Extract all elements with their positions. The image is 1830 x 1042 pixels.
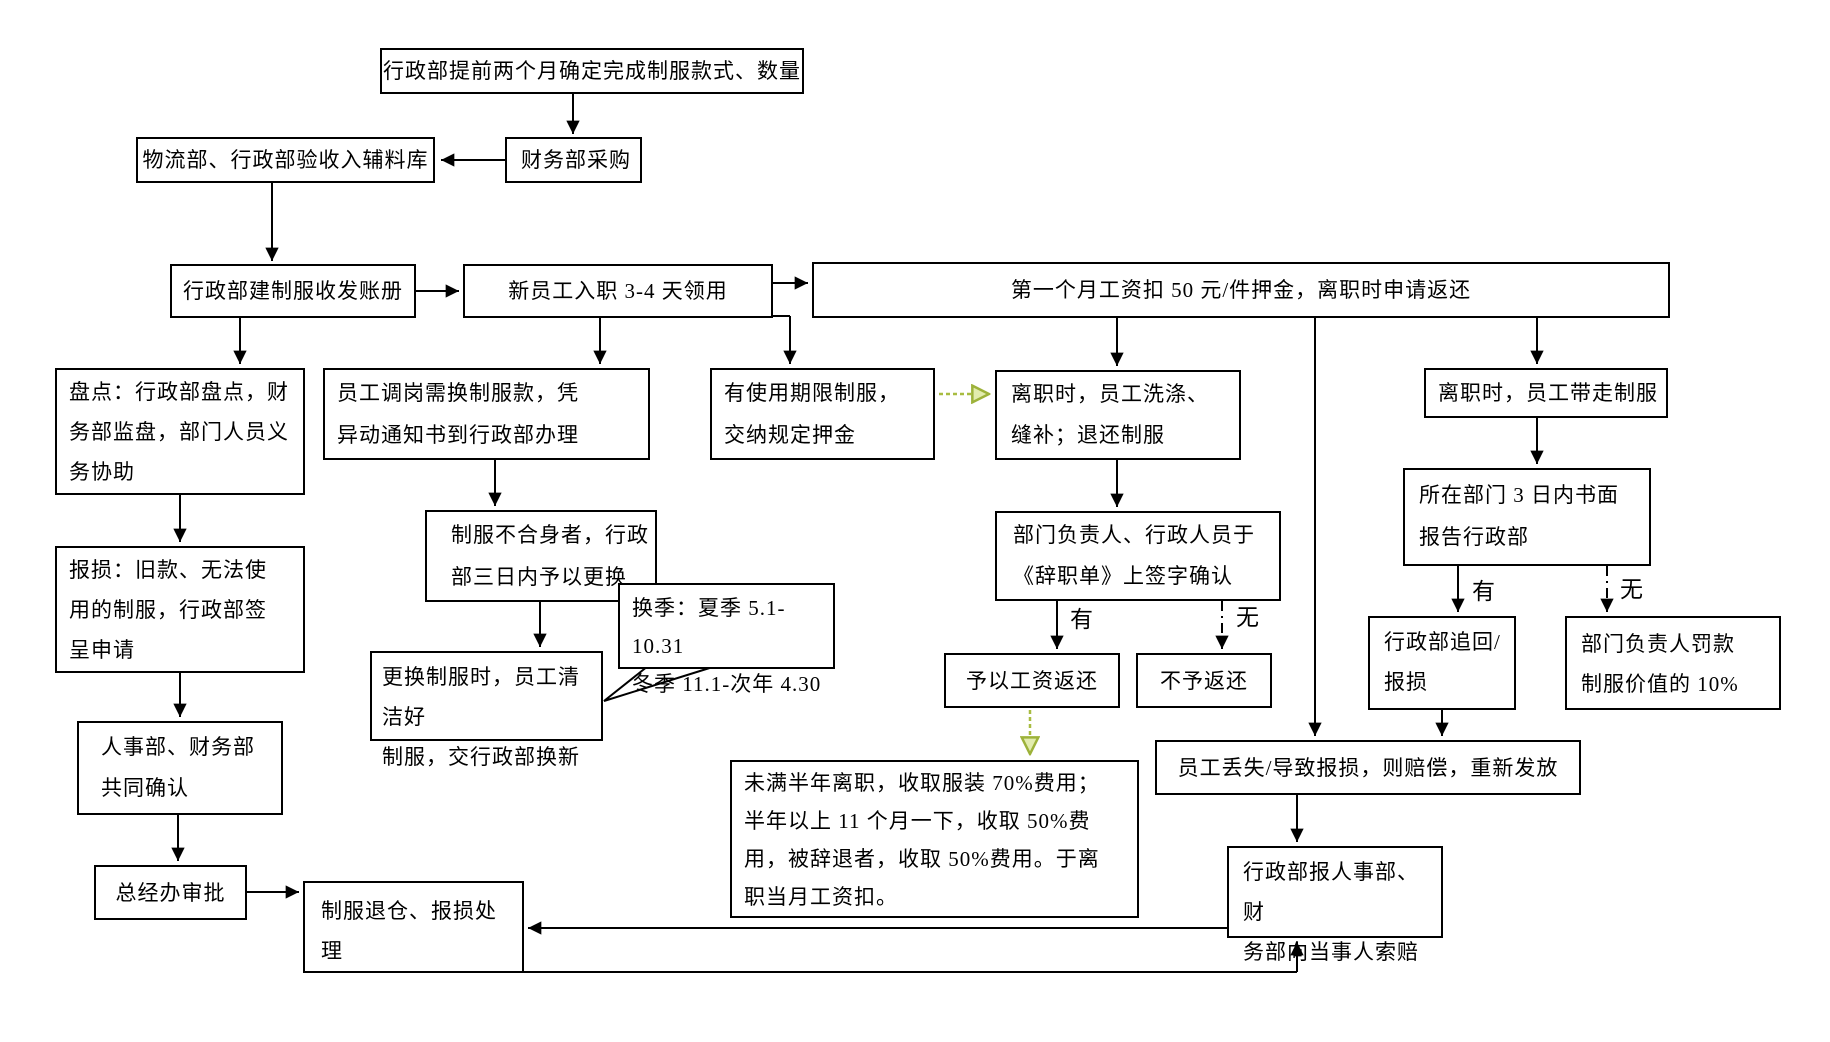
node-dept-report-3days: 所在部门 3 日内书面 报告行政部 — [1403, 468, 1651, 566]
node-limited-term-deposit: 有使用期限制服， 交纳规定押金 — [710, 368, 935, 460]
node-new-employee-receive: 新员工入职 3-4 天领用 — [463, 264, 773, 318]
node-damage-report: 报损：旧款、无法使 用的制服，行政部签 呈申请 — [55, 546, 305, 673]
node-finance-purchase: 财务部采购 — [505, 137, 642, 183]
node-warehouse-acceptance: 物流部、行政部验收入辅料库 — [136, 137, 435, 183]
branch-label-report-none: 无 — [1620, 577, 1643, 602]
node-inventory-check: 盘点：行政部盘点，财 务部监盘，部门人员义 务协助 — [55, 368, 305, 495]
node-refund-salary: 予以工资返还 — [944, 653, 1120, 708]
season-highlight-arrows — [939, 394, 1030, 754]
solid-connectors — [171, 94, 1544, 973]
node-determine-style-qty: 行政部提前两个月确定完成制服款式、数量 — [380, 48, 804, 94]
node-resign-wash-return: 离职时，员工洗涤、 缝补；退还制服 — [995, 370, 1241, 460]
node-fee-rules: 未满半年离职，收取服装 70%费用； 半年以上 11 个月一下，收取 50%费 … — [730, 760, 1139, 918]
node-claim-compensation: 行政部报人事部、财 务部向当事人索赔 — [1227, 846, 1443, 964]
node-replace-clean: 更换制服时，员工清洁好 制服，交行政部换新 — [370, 651, 603, 769]
branch-label-report-has: 有 — [1472, 579, 1495, 604]
branch-label-sign-none: 无 — [1236, 605, 1259, 630]
node-salary-deposit: 第一个月工资扣 50 元/件押金，离职时申请返还 — [812, 262, 1670, 318]
node-signature-confirm: 部门负责人、行政人员于 《辞职单》上签字确认 — [995, 511, 1281, 601]
node-uniform-return-process: 制服退仓、报损处理 — [303, 881, 524, 973]
branch-label-sign-has: 有 — [1070, 607, 1093, 632]
dashed-connectors — [1215, 566, 1614, 649]
node-transfer-change: 员工调岗需换制服款，凭 异动通知书到行政部办理 — [323, 368, 650, 460]
node-admin-recover: 行政部追回/ 报损 — [1368, 616, 1516, 710]
node-manager-fine: 部门负责人罚款 制服价值的 10% — [1565, 616, 1781, 710]
node-lost-compensate: 员工丢失/导致报损，则赔偿，重新发放 — [1155, 740, 1581, 795]
node-ill-fitting-replace: 制服不合身者，行政 部三日内予以更换 — [425, 510, 657, 602]
node-season-note-callout: 换季：夏季 5.1-10.31 冬季 11.1-次年 4.30 — [618, 583, 835, 696]
node-ledger: 行政部建制服收发账册 — [170, 264, 416, 318]
node-gm-approval: 总经办审批 — [94, 865, 247, 920]
node-resign-take-away: 离职时，员工带走制服 — [1424, 368, 1668, 418]
node-no-refund: 不予返还 — [1136, 653, 1272, 708]
node-hr-finance-confirm: 人事部、财务部 共同确认 — [77, 721, 283, 815]
